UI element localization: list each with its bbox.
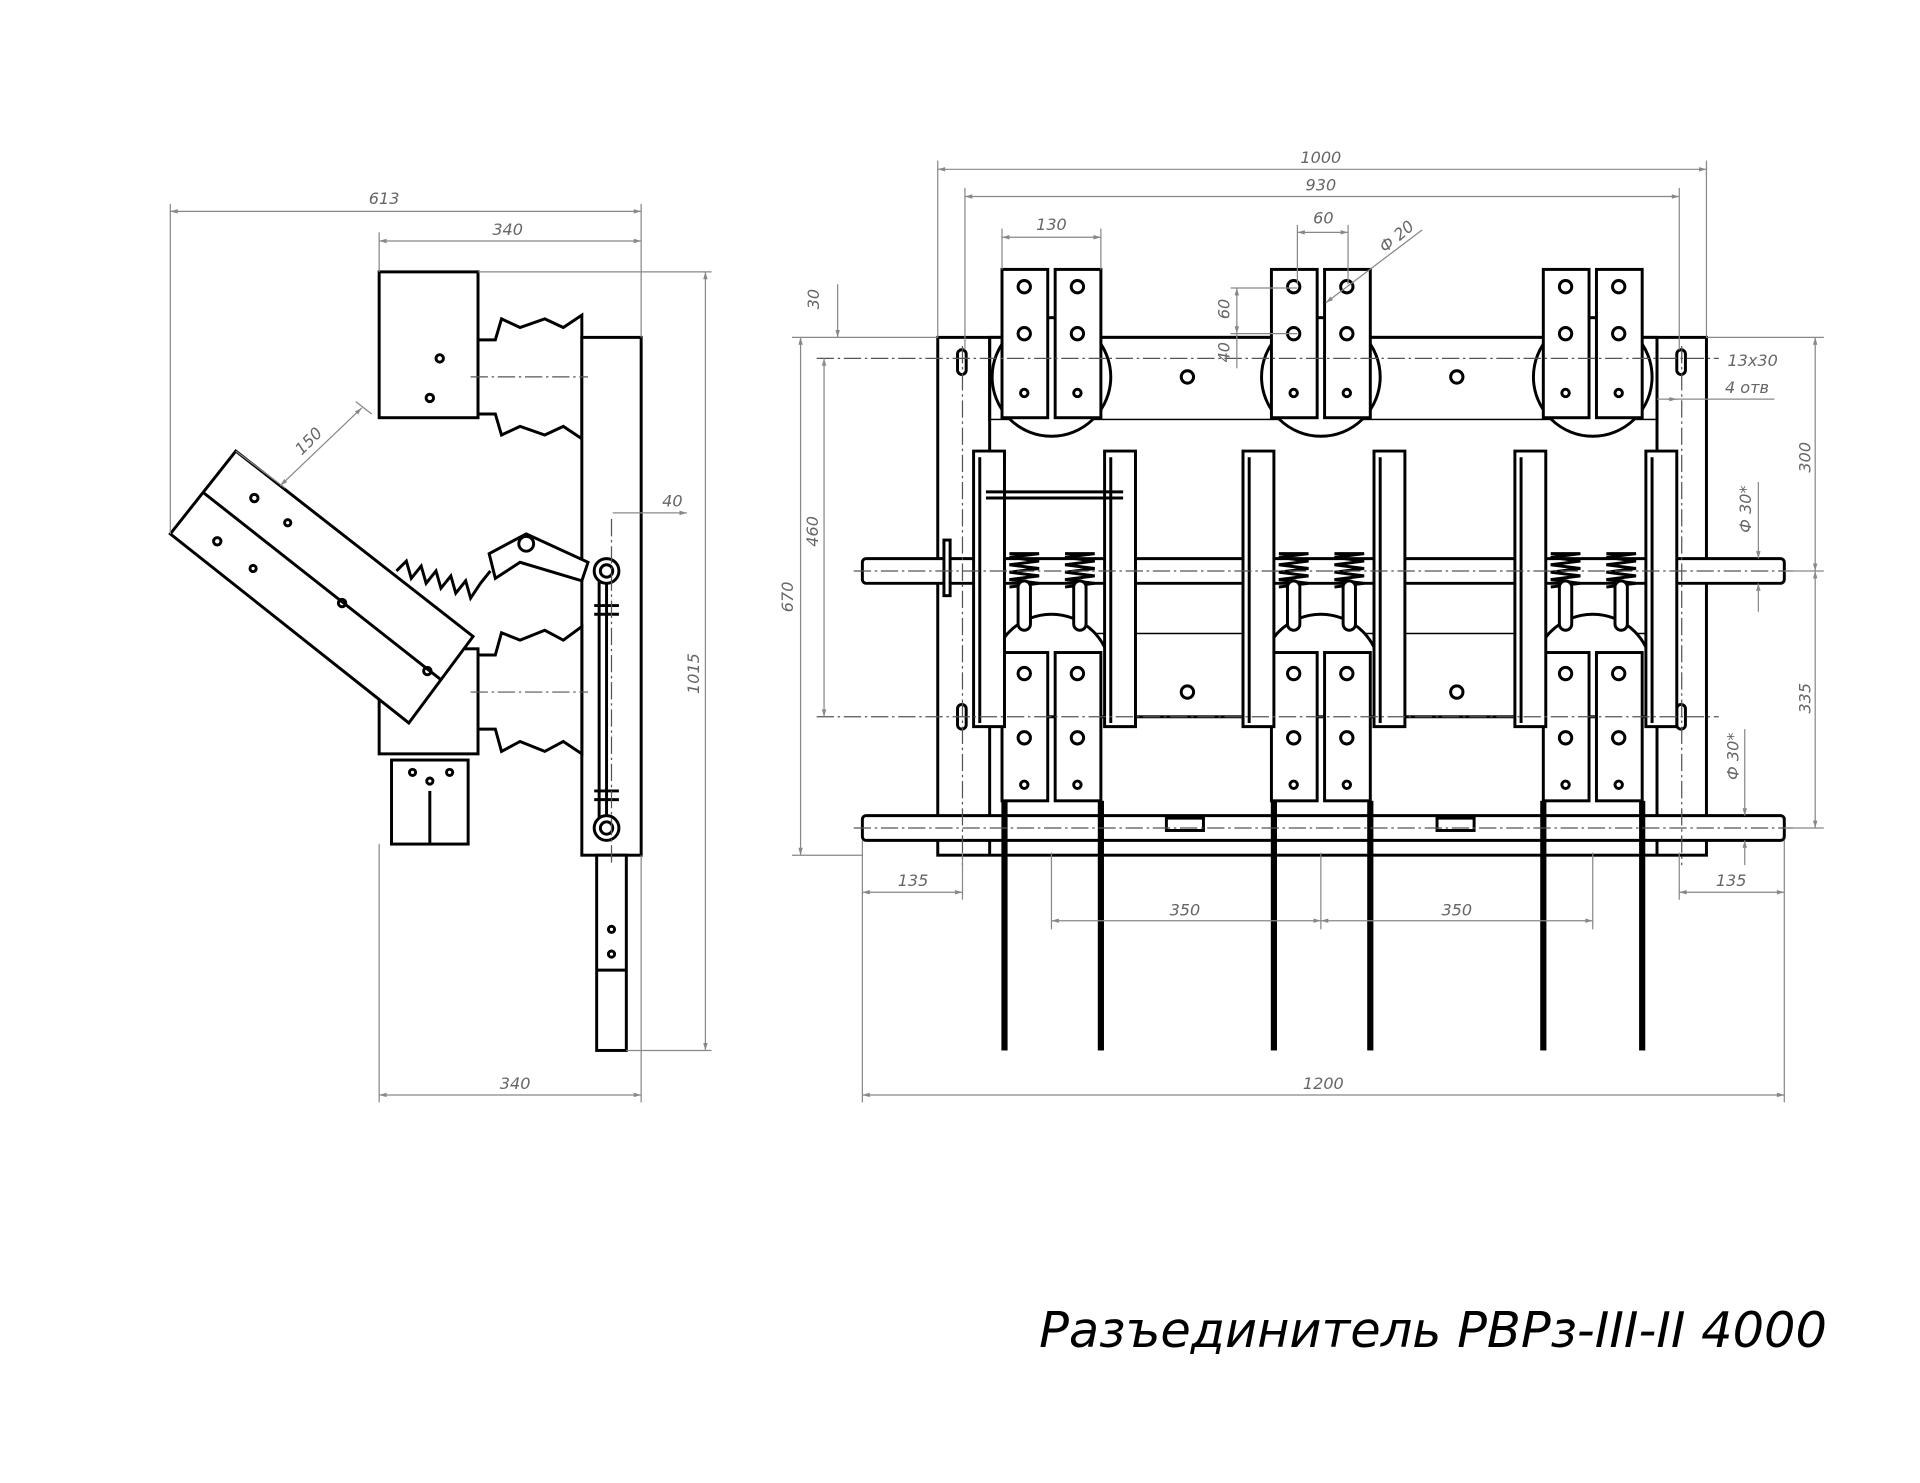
dim-pole-spacing-1: 350 [1170,901,1201,920]
upper-pivot [592,557,621,585]
insulator-rod [1286,579,1302,632]
dim-lower-shaft: 335 [1795,683,1814,714]
dim-upper-shaft: 300 [1795,442,1814,473]
lower-contact-plate [1000,651,1050,803]
insulator-spring [1606,552,1637,589]
dim-overall-width: 613 [369,189,400,208]
beam-extension [595,853,628,1052]
earthing-rod [1097,800,1104,1051]
lower-contact-plate [1594,651,1644,803]
dim-frame-width: 1000 [1300,148,1341,167]
blade [168,449,476,726]
dim-hole-pitch-v: 60 [1214,299,1233,319]
lower-pivot [592,814,621,842]
insulator-rod [1072,579,1088,632]
dim-hole-spacing: 930 [1306,175,1337,194]
dim-frame-height: 670 [778,582,797,613]
dim-offset: 40 [662,492,682,511]
insulator-spring [1009,552,1040,589]
dim-overhang-right: 135 [1716,871,1747,890]
dim-shaft-length: 1200 [1303,1074,1344,1093]
dim-slot-count: 4 отв [1725,378,1769,397]
insulator-rod [1613,579,1629,632]
lower-contact-plate [1541,651,1591,803]
blade-channel [972,449,1006,729]
dim-hole-vertical: 460 [803,516,822,547]
dim-contact-width: 130 [1036,215,1067,234]
lower-insulator [476,623,584,757]
earthing-rod [1001,800,1008,1051]
drawing-title: Разъединитель РВРз-III-II 4000 [1039,1301,1827,1359]
dim-shaft-diameter-upper: Ф 30* [1736,485,1755,532]
insulator-spring [1278,552,1309,589]
dim-slot-size: 13x30 [1727,351,1777,370]
blade-channel [1241,449,1276,729]
insulator-spring [1550,552,1581,589]
lower-contact-plate [1269,651,1319,803]
spring [395,558,492,602]
upper-contact-plate [1269,267,1319,420]
earthing-rod [1639,800,1646,1051]
lower-contact-plate [1323,651,1372,803]
dim-height: 1015 [684,653,703,694]
earthing-rod [1540,800,1547,1051]
insulator-rod [1557,579,1574,632]
earthing-rod [1270,800,1277,1051]
insulator-spring [1064,552,1095,589]
dim-top-width: 340 [492,220,523,239]
blade-channel [1103,449,1137,729]
front-view: 1000 930 130 60 Ф 20 60 40 30 670 460 30… [778,148,1824,1103]
blade-channel [1513,449,1548,729]
dim-shaft-diameter-lower: Ф 30* [1724,733,1743,780]
dim-hole-offset: 40 [1214,342,1233,362]
insulator-spring [1334,552,1365,589]
earthing-rod [1367,800,1374,1051]
dim-top-offset: 30 [804,289,823,309]
lower-contact-plate [1053,651,1103,803]
insulator-rod [1341,579,1357,632]
blade-channel [1644,449,1679,729]
dim-overhang-left: 135 [898,871,929,890]
dim-hole-pitch-h: 60 [1313,209,1333,228]
dim-bottom-width: 340 [500,1074,531,1093]
insulator-rod [1016,579,1032,632]
dim-hole-diameter: Ф 20 [1375,217,1417,257]
blade-channel [1372,449,1407,729]
dim-pole-spacing-2: 350 [1441,901,1472,920]
side-view: 613 340 1015 40 150 340 [168,189,712,1103]
dim-blade: 150 [291,423,326,458]
